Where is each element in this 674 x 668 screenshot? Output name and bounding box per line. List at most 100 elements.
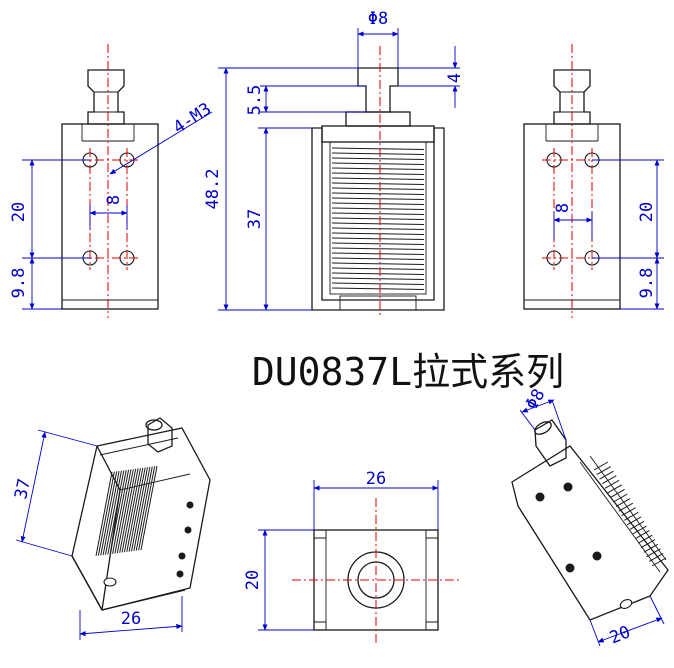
dim-hole-pitch-vertical: 20 xyxy=(637,202,657,222)
coil-turn xyxy=(632,525,647,535)
dim-hole-pitch-vertical: 20 xyxy=(9,202,29,222)
side-view-right: 20 9.8 8 xyxy=(523,44,664,318)
mount-hole xyxy=(184,526,192,534)
coil-turn xyxy=(621,507,636,517)
coil-turn xyxy=(629,520,645,530)
coil-turn xyxy=(648,552,664,562)
drawing-title: DU0837L拉式系列 xyxy=(252,350,564,394)
coil-turn xyxy=(607,484,623,494)
coil-turn xyxy=(95,471,113,557)
dim-plunger-diameter: Φ8 xyxy=(368,9,388,29)
coil-turn xyxy=(618,502,634,512)
coil-turn xyxy=(104,470,122,555)
coil-turn xyxy=(331,237,425,240)
dim-thread-spec: 4-M3 xyxy=(170,99,215,138)
coil-turn xyxy=(109,470,127,555)
coil-turn xyxy=(615,498,631,508)
coil-turn xyxy=(331,172,425,175)
coil-turn xyxy=(112,469,130,554)
coil-turn xyxy=(100,471,118,556)
coil-turn xyxy=(331,247,425,250)
coil-turn xyxy=(604,479,620,489)
dim-frame-height: 37 xyxy=(245,209,265,229)
coil-turn xyxy=(116,469,134,554)
coil-turn xyxy=(102,470,120,556)
coil-turn xyxy=(643,543,658,553)
coil-turn xyxy=(635,530,650,540)
coil-turn xyxy=(651,557,667,567)
coil-turn xyxy=(640,539,656,549)
coil-turn xyxy=(331,262,425,265)
coil-turn xyxy=(599,470,614,480)
bottom-view: 26 20 xyxy=(243,469,460,646)
coil-turn xyxy=(331,242,425,245)
coil-turn xyxy=(624,511,639,521)
mount-hole xyxy=(186,501,194,509)
dim-frame-depth: 20 xyxy=(607,622,633,648)
coil-turn xyxy=(331,182,425,185)
coil-turn xyxy=(331,152,425,155)
front-view: Φ8 4 5.5 48.2 37 xyxy=(203,9,465,318)
coil-turn xyxy=(128,467,146,552)
coil-turn xyxy=(331,282,425,285)
dim-frame-width: 26 xyxy=(121,609,141,629)
coil-turn xyxy=(331,162,425,165)
coil-turn xyxy=(331,227,425,230)
coil-turn xyxy=(331,187,425,190)
dim-frame-width: 26 xyxy=(366,469,386,489)
side-view-left: 20 9.8 8 4-M3 xyxy=(9,44,215,318)
coil-turn xyxy=(331,217,425,220)
coil-turn xyxy=(331,202,425,205)
coil-turn xyxy=(331,197,425,200)
dim-hole-pitch-horizontal: 8 xyxy=(553,203,573,213)
coil-turn xyxy=(131,467,149,552)
dim-hole-edge: 9.8 xyxy=(9,268,29,299)
dim-hole-pitch-horizontal: 8 xyxy=(104,195,124,205)
dim-frame-depth: 20 xyxy=(243,570,263,590)
coil-turn xyxy=(331,222,425,225)
coil-turn xyxy=(331,147,425,150)
iso-view-right: Φ8 20 xyxy=(511,386,669,648)
mount-hole xyxy=(592,551,602,561)
coil-turn xyxy=(138,466,156,551)
coil-turn xyxy=(331,232,425,235)
coil-turn xyxy=(626,516,642,526)
coil-turn xyxy=(610,488,625,498)
coil-turn xyxy=(331,257,425,260)
dim-hole-edge: 9.8 xyxy=(637,268,657,299)
coil-turn xyxy=(331,192,425,195)
coil-turn xyxy=(331,177,425,180)
coil-turn xyxy=(596,466,612,476)
coil-turn xyxy=(97,471,115,556)
coil-turn xyxy=(602,475,617,485)
mount-hole xyxy=(176,570,184,578)
mount-hole xyxy=(619,599,633,609)
mount-hole xyxy=(535,492,545,502)
coil-turn xyxy=(331,212,425,215)
coil-turn xyxy=(613,493,628,503)
mount-hole xyxy=(103,577,117,587)
coil-turn xyxy=(331,287,425,290)
mount-hole xyxy=(565,563,575,573)
coil-turn xyxy=(331,252,425,255)
coil-turn xyxy=(331,157,425,160)
coil-turn xyxy=(119,468,137,553)
coil-turn xyxy=(637,534,653,544)
coil-turn xyxy=(593,461,609,471)
coil-turn xyxy=(331,267,425,270)
coil-turn xyxy=(140,465,158,551)
coil-turn xyxy=(331,167,425,170)
coil-turn xyxy=(121,468,139,553)
coil-turn xyxy=(123,468,141,553)
coil-winding xyxy=(331,147,425,290)
coil-winding xyxy=(593,461,667,567)
coil-turn xyxy=(135,466,153,551)
mount-hole xyxy=(563,482,573,492)
iso-view-left: 37 26 xyxy=(11,417,211,640)
coil-turn xyxy=(114,469,132,554)
coil-turn xyxy=(331,272,425,275)
coil-winding xyxy=(95,465,158,557)
dim-frame-height: 37 xyxy=(11,477,35,501)
coil-turn xyxy=(646,548,661,558)
